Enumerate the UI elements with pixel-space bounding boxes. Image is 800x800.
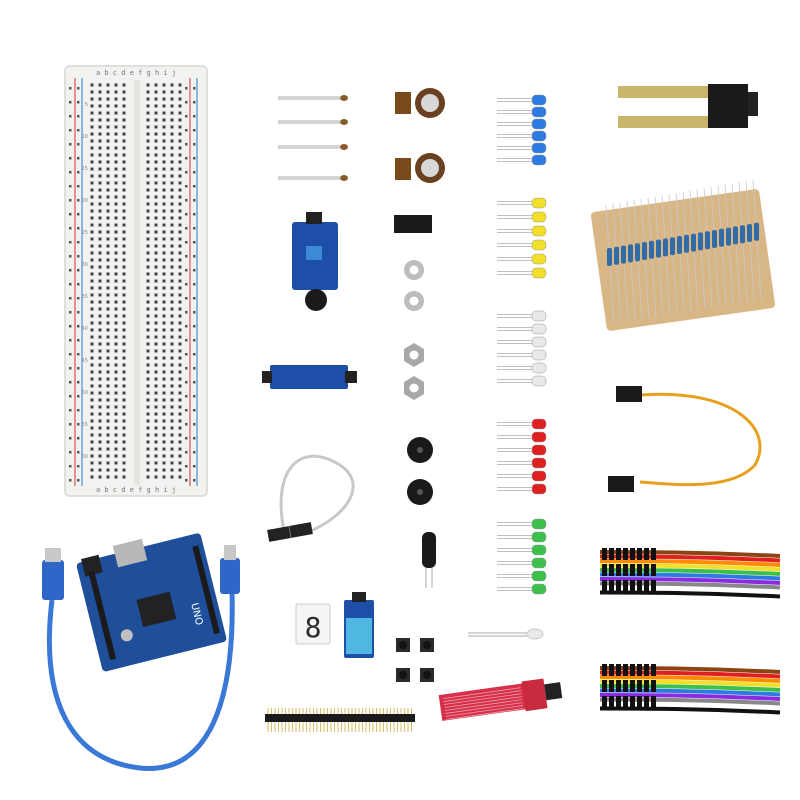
led [531,431,547,443]
led [531,531,547,543]
led [531,583,547,595]
nuts-washers [404,260,424,400]
led-yellow-set [497,197,547,279]
dupont-ribbon-top [599,548,781,599]
led-green-set [497,518,547,595]
led [531,544,547,556]
rgb-led [468,628,544,640]
led [531,444,547,456]
breadboard-row-number: 20 [82,198,88,204]
led [531,239,547,251]
push-buttons [396,638,434,682]
ic-chip [394,215,432,233]
led [531,154,547,166]
photoresistors [278,95,348,181]
breadboard-row-number: 15 [82,166,88,172]
tilt-switch [422,532,436,588]
breadboard-letters-top: a b c d e f g h i j [96,69,176,77]
grey-jumper-cable [267,454,355,542]
led [531,557,547,569]
led [531,518,547,530]
breadboard-letters-bottom: a b c d e f g h i j [96,486,176,494]
breadboard-row-number: 30 [82,262,88,268]
breadboard-row-number: 25 [82,230,88,236]
led [531,323,547,335]
breadboard-holes [69,83,196,482]
led [531,253,547,265]
led [531,375,547,387]
led [531,267,547,279]
jumper-cable-single [608,386,762,492]
led-blue-set [497,94,547,166]
led-white-set [497,310,547,387]
seven-segment-display: 8 [295,603,331,645]
water-level-sensor [438,678,563,721]
resistor-pack [590,179,776,331]
led [531,349,547,361]
breadboard-row-number: 35 [82,294,88,300]
breadboard-row-number: 60 [82,454,88,460]
potentiometers [395,88,445,183]
led [531,211,547,223]
breadboard: a b c d e f g h i j a b c d e f g h i j … [64,65,208,497]
uno-board: UNO [76,533,227,672]
sound-sensor-module [292,212,338,311]
soil-moisture-sensor [618,84,758,128]
led [531,130,547,142]
seven-segment-digit: 8 [305,611,322,644]
dht11-sensor [344,592,374,658]
led [531,483,547,495]
led-red-set [497,418,547,495]
led [531,470,547,482]
buzzers [407,437,433,505]
led [531,418,547,430]
led [531,457,547,469]
breadboard-row-number: 10 [82,134,88,140]
uno-label: UNO [188,602,204,627]
led [531,336,547,348]
usb-cable [42,545,240,771]
pin-header [265,708,415,732]
led [531,142,547,154]
breadboard-row-number: 40 [82,326,88,332]
led [531,197,547,209]
led [531,118,547,130]
led [531,310,547,322]
breadboard-row-number: 55 [82,422,88,428]
breadboard-row-number: 5 [85,102,88,108]
breadboard-row-number: 50 [82,390,88,396]
led [531,94,547,106]
breadboard-row-numbers: 5 10 15 20 25 30 35 40 45 50 55 60 [82,102,88,460]
led [531,570,547,582]
led [531,362,547,374]
led [531,225,547,237]
ir-module [262,365,357,389]
breadboard-row-number: 45 [82,358,88,364]
dupont-ribbon-bottom [599,664,781,715]
led [531,106,547,118]
